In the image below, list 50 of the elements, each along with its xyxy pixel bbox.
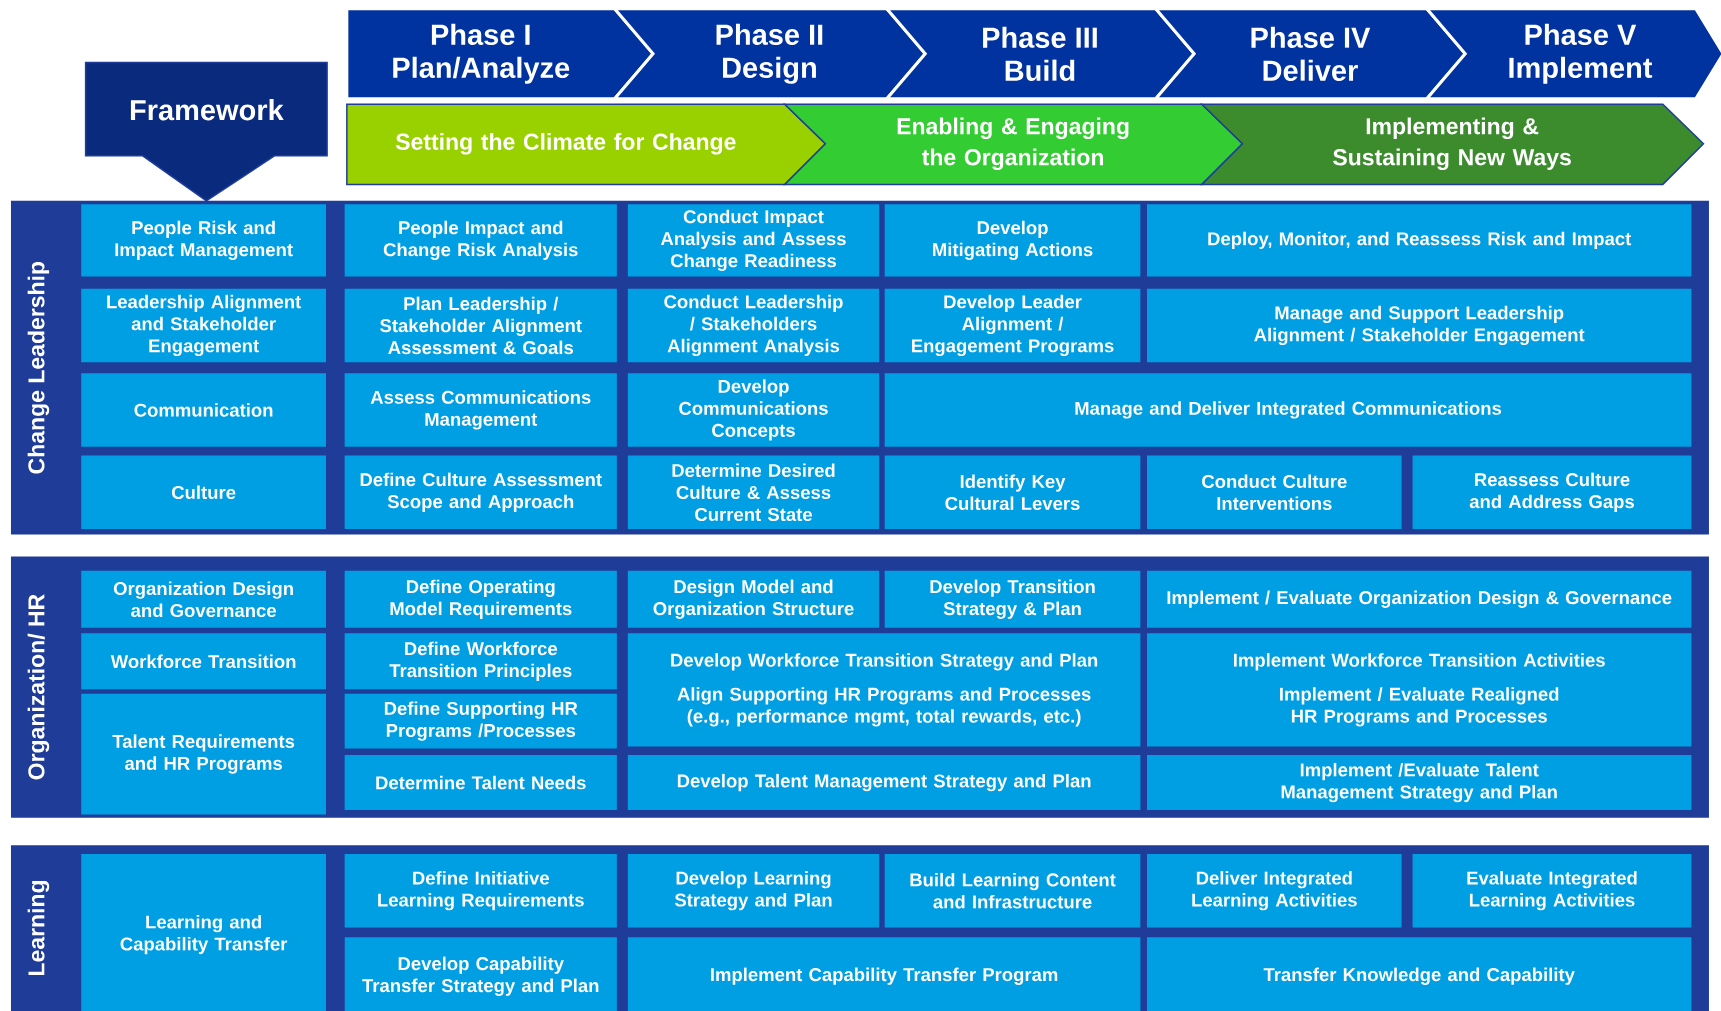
task-box: Reassess Culture and Address Gaps [1412, 455, 1692, 529]
task-box: Conduct Impact Analysis and Assess Change Readiness [627, 204, 880, 277]
task-box: Implement Workforce Transition Activities Implement / Evaluate Realigned HR Programs and Processes [1147, 633, 1692, 747]
task-box: Evaluate Integrated Learning Activities [1412, 853, 1692, 928]
task-box: Develop Workforce Transition Strategy and Plan Align Supporting HR Programs and Processes (e.g., performance mgmt, total rewards, etc.) [627, 633, 1141, 747]
task-box: Assess Communications Management [344, 373, 617, 447]
phase-banner: Phase I Plan/Analyze [345, 7, 656, 101]
task-box: Develop Mitigating Actions [884, 204, 1141, 277]
stage-banner: Enabling & Engaging the Organization [782, 103, 1244, 186]
task-box: Manage and Deliver Integrated Communications [884, 373, 1692, 447]
task-box: Deploy, Monitor, and Reassess Risk and Impact [1147, 204, 1692, 277]
task-box: Determine Desired Culture & Assess Current State [627, 455, 880, 529]
task-box: Plan Leadership / Stakeholder Alignment Assessment & Goals [344, 288, 617, 363]
node-label: Implement [1509, 56, 1653, 84]
task-box: Develop Leader Alignment / Engagement Programs [884, 288, 1141, 363]
task-box: Develop Transition Strategy & Plan [884, 570, 1141, 628]
task-box: Implement /Evaluate Talent Management Strategy and Plan [1147, 755, 1692, 810]
task-box: Deliver Integrated Learning Activities [1147, 853, 1402, 928]
stage-banner: Implementing & Sustaining New Ways [1200, 103, 1705, 186]
task-box: Design Model and Organization Structure [627, 570, 880, 628]
task-box: Transfer Knowledge and Capability [1147, 937, 1692, 1011]
task-box: Learning and Capability Transfer [81, 853, 326, 1011]
task-box: Leadership Alignment and Stakeholder Engagement [81, 288, 326, 363]
phase-banner: Phase V Implement [1423, 7, 1721, 101]
task-box: Develop Communications Concepts [627, 373, 880, 447]
task-box: Culture [81, 455, 326, 529]
task-box: Talent Requirements and HR Programs [81, 693, 326, 815]
task-box: Determine Talent Needs [344, 755, 617, 810]
task-box: Identify Key Cultural Levers [884, 455, 1141, 529]
task-box: Define Culture Assessment Scope and Approach [344, 455, 617, 529]
task-box: Develop Capability Transfer Strategy and Plan [344, 937, 617, 1011]
task-box: Organization Design and Governance [81, 570, 326, 628]
task-box: Define Supporting HR Programs /Processes [344, 693, 617, 749]
task-box: People Risk and Impact Management [81, 204, 326, 277]
task-box: Communication [81, 373, 326, 447]
task-box: Define Operating Model Requirements [344, 570, 617, 628]
task-box: Conduct Leadership / Stakeholders Alignment Analysis [627, 288, 880, 363]
task-box: Implement / Evaluate Organization Design & Governance [1147, 570, 1692, 628]
task-box: Develop Learning Strategy and Plan [627, 853, 880, 928]
task-box: Develop Talent Management Strategy and Plan [627, 755, 1141, 810]
stage-banner: Setting the Climate for Change [346, 103, 827, 186]
task-box: Implement Capability Transfer Program [627, 937, 1141, 1011]
task-box: Define Initiative Learning Requirements [344, 853, 617, 928]
task-box: Build Learning Content and Infrastructure [884, 853, 1141, 928]
task-box: Conduct Culture Interventions [1147, 455, 1402, 529]
task-box: People Impact and Change Risk Analysis [344, 204, 617, 277]
task-box: Manage and Support Leadership Alignment / Stakeholder Engagement [1147, 288, 1692, 363]
task-box: Define Workforce Transition Principles [344, 633, 617, 690]
task-box: Workforce Transition [81, 633, 326, 690]
node-label: Phase V [1525, 23, 1637, 46]
